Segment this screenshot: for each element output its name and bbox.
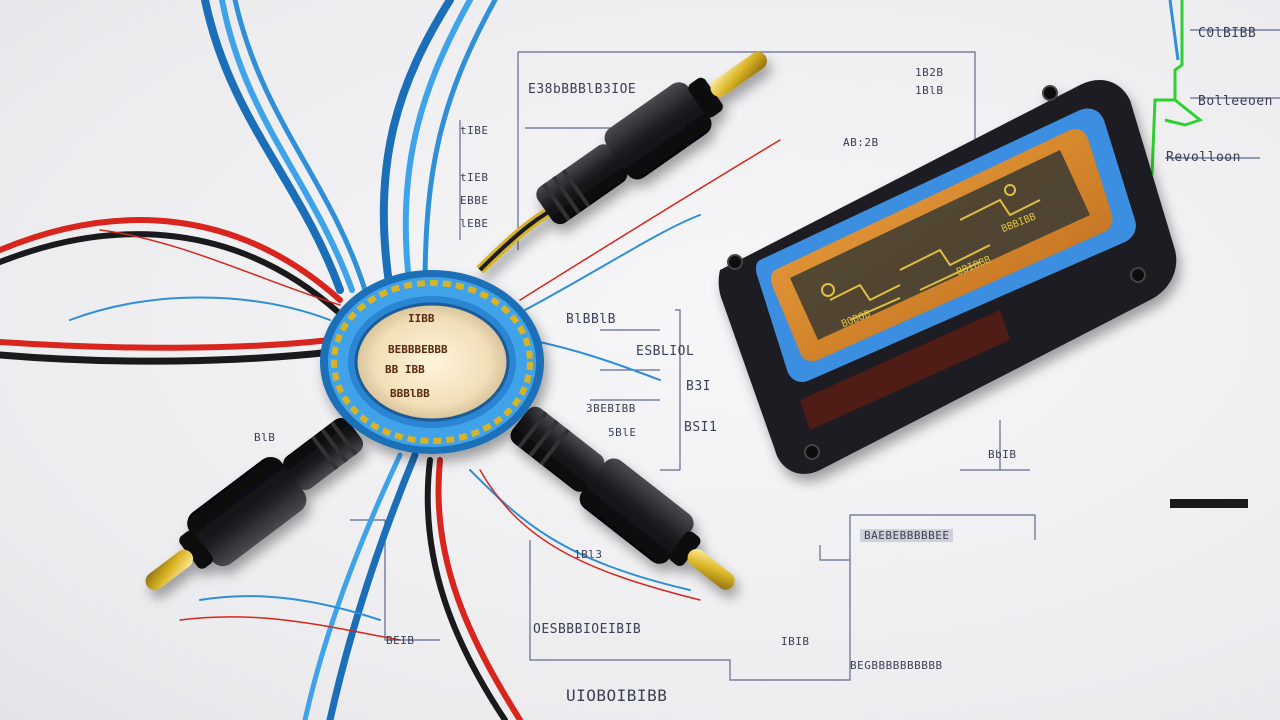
label-mid-col-1: tIBE <box>460 124 489 137</box>
thin-blue-wire <box>529 339 661 381</box>
schematic-top-right <box>1165 29 1280 159</box>
label-right-top-3: Revolloon <box>1166 150 1241 165</box>
label-top-center-b: 1BlB <box>915 84 944 97</box>
blue-wire <box>232 0 368 293</box>
black-wire <box>0 231 341 315</box>
schematic-mid-lines <box>590 329 660 401</box>
hub-label-1: IIBB <box>408 312 435 325</box>
label-top-center-c: AB:2B <box>843 136 879 149</box>
thin-blue-wire <box>69 296 331 321</box>
label-mid-col-3: EBBE <box>460 194 489 207</box>
label-bottom-left: BEIB <box>386 634 415 647</box>
green-trace <box>1150 0 1204 176</box>
thin-red-wire <box>479 469 701 601</box>
red-wire <box>435 457 523 720</box>
black-bar <box>1170 499 1248 508</box>
thin-blue-wire <box>469 469 691 591</box>
thin-blue-wire <box>199 595 381 621</box>
rca-plug-top <box>476 51 767 274</box>
label-mid-col-2: tIEB <box>460 171 489 184</box>
label-bottom-center-b: OESBBBIOEIBIB <box>533 622 642 637</box>
hub-label-3: BB IBB <box>385 363 425 376</box>
thin-red-wire <box>519 139 781 301</box>
black-wire <box>0 348 336 365</box>
schematic-bottom-frame <box>529 514 1036 681</box>
blue-wire <box>422 0 498 293</box>
black-wire <box>424 457 508 720</box>
schematic-bottom-branch <box>819 545 850 561</box>
label-right-top-2: Bolleeoen <box>1198 94 1273 109</box>
label-hub-right-c: B3I <box>686 379 711 394</box>
label-hub-right-e: 3BEBIBB <box>586 402 636 415</box>
label-bottom-center-a: 1Bl3 <box>574 548 603 561</box>
red-wire <box>0 217 343 303</box>
hub-label-2: BEBBBEBBB <box>388 343 448 356</box>
blue-trace-top <box>1168 0 1180 61</box>
red-wire <box>0 337 333 351</box>
label-top-center-a: 1B2B <box>915 66 944 79</box>
hub-label-4: BBBlBB <box>390 387 430 400</box>
junction-hub <box>320 270 544 454</box>
label-hub-right-f: 5BlE <box>608 426 637 439</box>
electronic-module <box>718 80 1177 474</box>
schematic-right-frame <box>660 309 681 471</box>
label-hub-right-d: BSI1 <box>684 420 718 435</box>
blue-wire <box>302 452 403 720</box>
blue-wire <box>219 0 355 293</box>
label-right-mid: BbIB <box>988 448 1017 461</box>
label-top-left-header: E38bBBBlB3IOE <box>528 82 637 97</box>
rca-plug-bottom-left <box>145 418 364 591</box>
blue-wire <box>201 0 344 294</box>
schematic-right-lines <box>960 420 1030 471</box>
thin-red-wire <box>99 229 341 306</box>
label-bottom-footer: UIOBOIBIBB <box>566 686 668 705</box>
label-right-top-1: C0lBIBB <box>1198 26 1257 41</box>
label-hub-right-b: ESBLIOL <box>636 344 695 359</box>
blue-wire <box>379 0 454 294</box>
label-left-small: BlB <box>254 431 276 444</box>
label-bottom-center-c: IBIB <box>781 635 810 648</box>
label-mid-col-4: lEBE <box>460 217 489 230</box>
blue-wire <box>326 451 419 720</box>
blue-wire <box>402 0 473 293</box>
label-bottom-right-line: BEGBBBBBBBBBB <box>850 659 943 672</box>
thin-blue-wire <box>524 214 701 311</box>
schematic-bottom-left <box>350 519 440 641</box>
thin-red-wire <box>179 616 401 641</box>
label-bottom-right-box: BAEBEBBBBBEE <box>860 529 954 542</box>
label-hub-right-a: BlBBlB <box>566 312 616 327</box>
rca-plug-bottom-right <box>510 406 735 590</box>
wire-bundle <box>0 0 781 720</box>
